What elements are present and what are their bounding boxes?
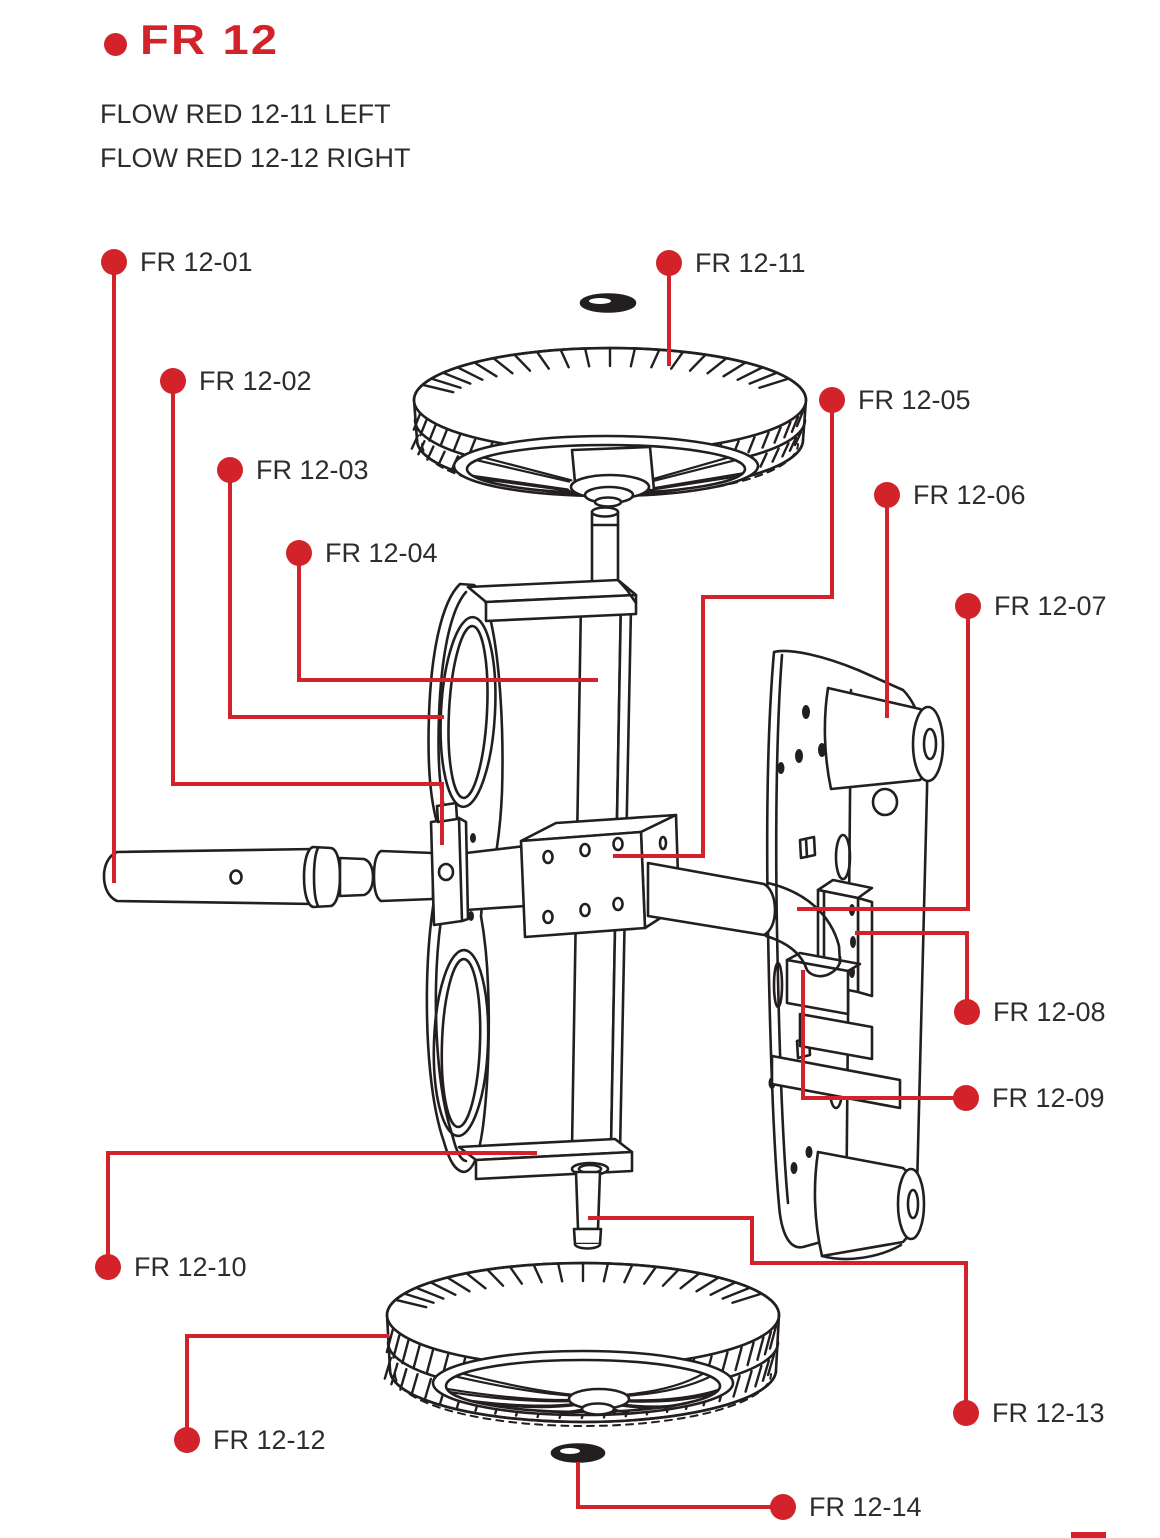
leader-line-fr-12-10 xyxy=(106,1151,537,1267)
part-dot-fr-12-10 xyxy=(95,1254,121,1280)
bottom-axle-pin xyxy=(572,1170,603,1250)
part-label-fr-12-09: FR 12-09 xyxy=(992,1083,1105,1113)
part-label-fr-12-01: FR 12-01 xyxy=(140,247,253,277)
part-label-fr-12-05: FR 12-05 xyxy=(858,385,971,415)
part-dot-fr-12-09 xyxy=(953,1085,979,1111)
right-axle-tube xyxy=(646,861,777,937)
leader-line-fr-12-05 xyxy=(613,400,834,858)
part-dot-fr-12-02 xyxy=(160,368,186,394)
part-dot-fr-12-12 xyxy=(174,1427,200,1453)
subtitle-left-wheel: FLOW RED 12-11 LEFT xyxy=(100,99,391,129)
bottom-cross-beam xyxy=(457,1137,634,1181)
part-dot-fr-12-01 xyxy=(101,249,127,275)
part-label-fr-12-06: FR 12-06 xyxy=(913,480,1026,510)
right-wheel-drawing xyxy=(383,1261,781,1427)
top-roller xyxy=(823,686,945,791)
part-dot-fr-12-04 xyxy=(286,540,312,566)
leader-line-fr-12-13 xyxy=(588,1216,968,1413)
left-wheel-drawing xyxy=(410,346,808,508)
callout-leader-layer xyxy=(95,249,981,1520)
part-label-fr-12-07: FR 12-07 xyxy=(994,591,1107,621)
leader-line-fr-12-02 xyxy=(171,381,444,845)
subtitle-right-wheel: FLOW RED 12-12 RIGHT xyxy=(100,143,411,173)
part-label-fr-12-14: FR 12-14 xyxy=(809,1492,922,1522)
part-dot-fr-12-13 xyxy=(953,1400,979,1426)
leader-line-fr-12-12 xyxy=(185,1334,389,1440)
wheel-axle-sleeve xyxy=(590,506,620,593)
part-label-fr-12-11: FR 12-11 xyxy=(695,248,806,278)
top-washer xyxy=(579,293,637,313)
part-label-fr-12-10: FR 12-10 xyxy=(134,1252,247,1282)
subtitle-block: FLOW RED 12-11 LEFT FLOW RED 12-12 RIGHT xyxy=(100,92,411,180)
part-label-fr-12-12: FR 12-12 xyxy=(213,1425,326,1455)
bottom-washer xyxy=(550,1443,606,1463)
part-label-fr-12-13: FR 12-13 xyxy=(992,1398,1105,1428)
part-label-fr-12-08: FR 12-08 xyxy=(993,997,1106,1027)
page-title: FR 12 xyxy=(140,16,280,63)
title-bullet-icon xyxy=(104,33,127,56)
handle-clamp xyxy=(372,801,527,927)
part-dot-fr-12-08 xyxy=(954,999,980,1025)
leader-line-fr-12-14 xyxy=(576,1462,783,1509)
part-dot-fr-12-14 xyxy=(770,1494,796,1520)
leader-line-fr-12-09 xyxy=(801,970,966,1100)
bottom-roller xyxy=(813,1150,926,1261)
part-dot-fr-12-03 xyxy=(217,457,243,483)
leader-line-fr-12-04 xyxy=(297,553,598,682)
part-dot-fr-12-05 xyxy=(819,387,845,413)
part-dot-fr-12-11 xyxy=(656,250,682,276)
part-label-fr-12-02: FR 12-02 xyxy=(199,366,312,396)
part-label-fr-12-04: FR 12-04 xyxy=(325,538,438,568)
leader-line-fr-12-08 xyxy=(855,931,969,1012)
part-dot-fr-12-06 xyxy=(874,482,900,508)
part-label-fr-12-03: FR 12-03 xyxy=(256,455,369,485)
top-cross-beam xyxy=(466,578,638,623)
leader-line-fr-12-03 xyxy=(228,470,444,719)
leader-line-fr-12-07 xyxy=(797,606,970,911)
page-footer-mark xyxy=(1071,1532,1106,1538)
handle-bar xyxy=(102,845,375,909)
part-dot-fr-12-07 xyxy=(955,593,981,619)
